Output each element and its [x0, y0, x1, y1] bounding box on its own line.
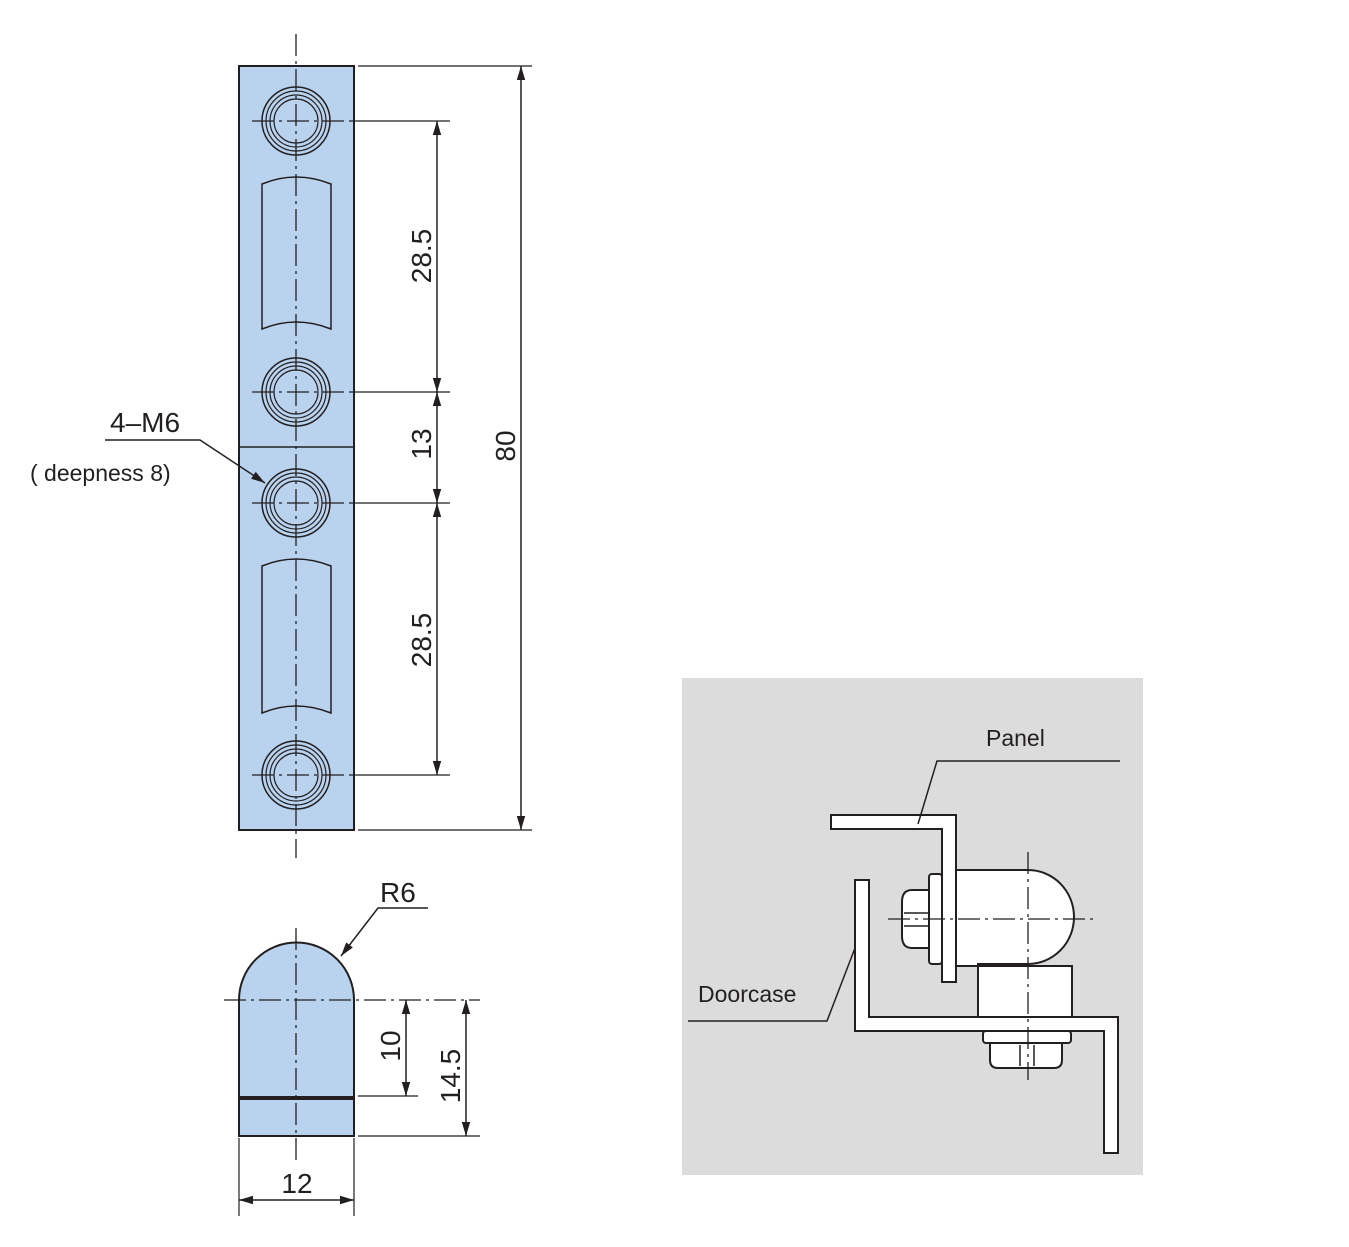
- dim-spacing-bottom: 28.5: [406, 613, 437, 668]
- dim-width: 12: [281, 1168, 312, 1199]
- dim-spacing-top: 28.5: [406, 229, 437, 284]
- panel-bracket: [830, 814, 957, 983]
- dim-height-center: 10: [375, 1030, 406, 1061]
- panel-leader-line: [917, 760, 1120, 825]
- thread-callout: 4–M6: [110, 407, 180, 438]
- label-doorcase: Doorcase: [698, 981, 796, 1007]
- thread-depth-note: ( deepness 8): [30, 460, 171, 486]
- dim-total-length: 80: [490, 430, 521, 461]
- radius-callout: R6: [380, 877, 416, 908]
- dim-height-total: 14.5: [435, 1049, 466, 1104]
- slot-lower: [261, 558, 332, 715]
- label-panel: Panel: [986, 725, 1045, 751]
- doorcase-leader-line: [688, 947, 856, 1022]
- thread-leader-line: [105, 439, 266, 484]
- end-view: 10 14.5 12 R6: [224, 877, 480, 1216]
- installation-view: Panel Doorcase: [682, 678, 1143, 1175]
- doorcase-screw: [982, 1030, 1072, 1069]
- front-view: 28.5 13 28.5 80 4–M6 ( deepness 8): [30, 34, 532, 858]
- slot-upper: [261, 176, 332, 331]
- doorcase-frame: [854, 879, 1119, 1154]
- hinge-body: [955, 869, 1075, 1021]
- radius-leader-line: [340, 907, 428, 957]
- dim-spacing-mid: 13: [406, 428, 437, 459]
